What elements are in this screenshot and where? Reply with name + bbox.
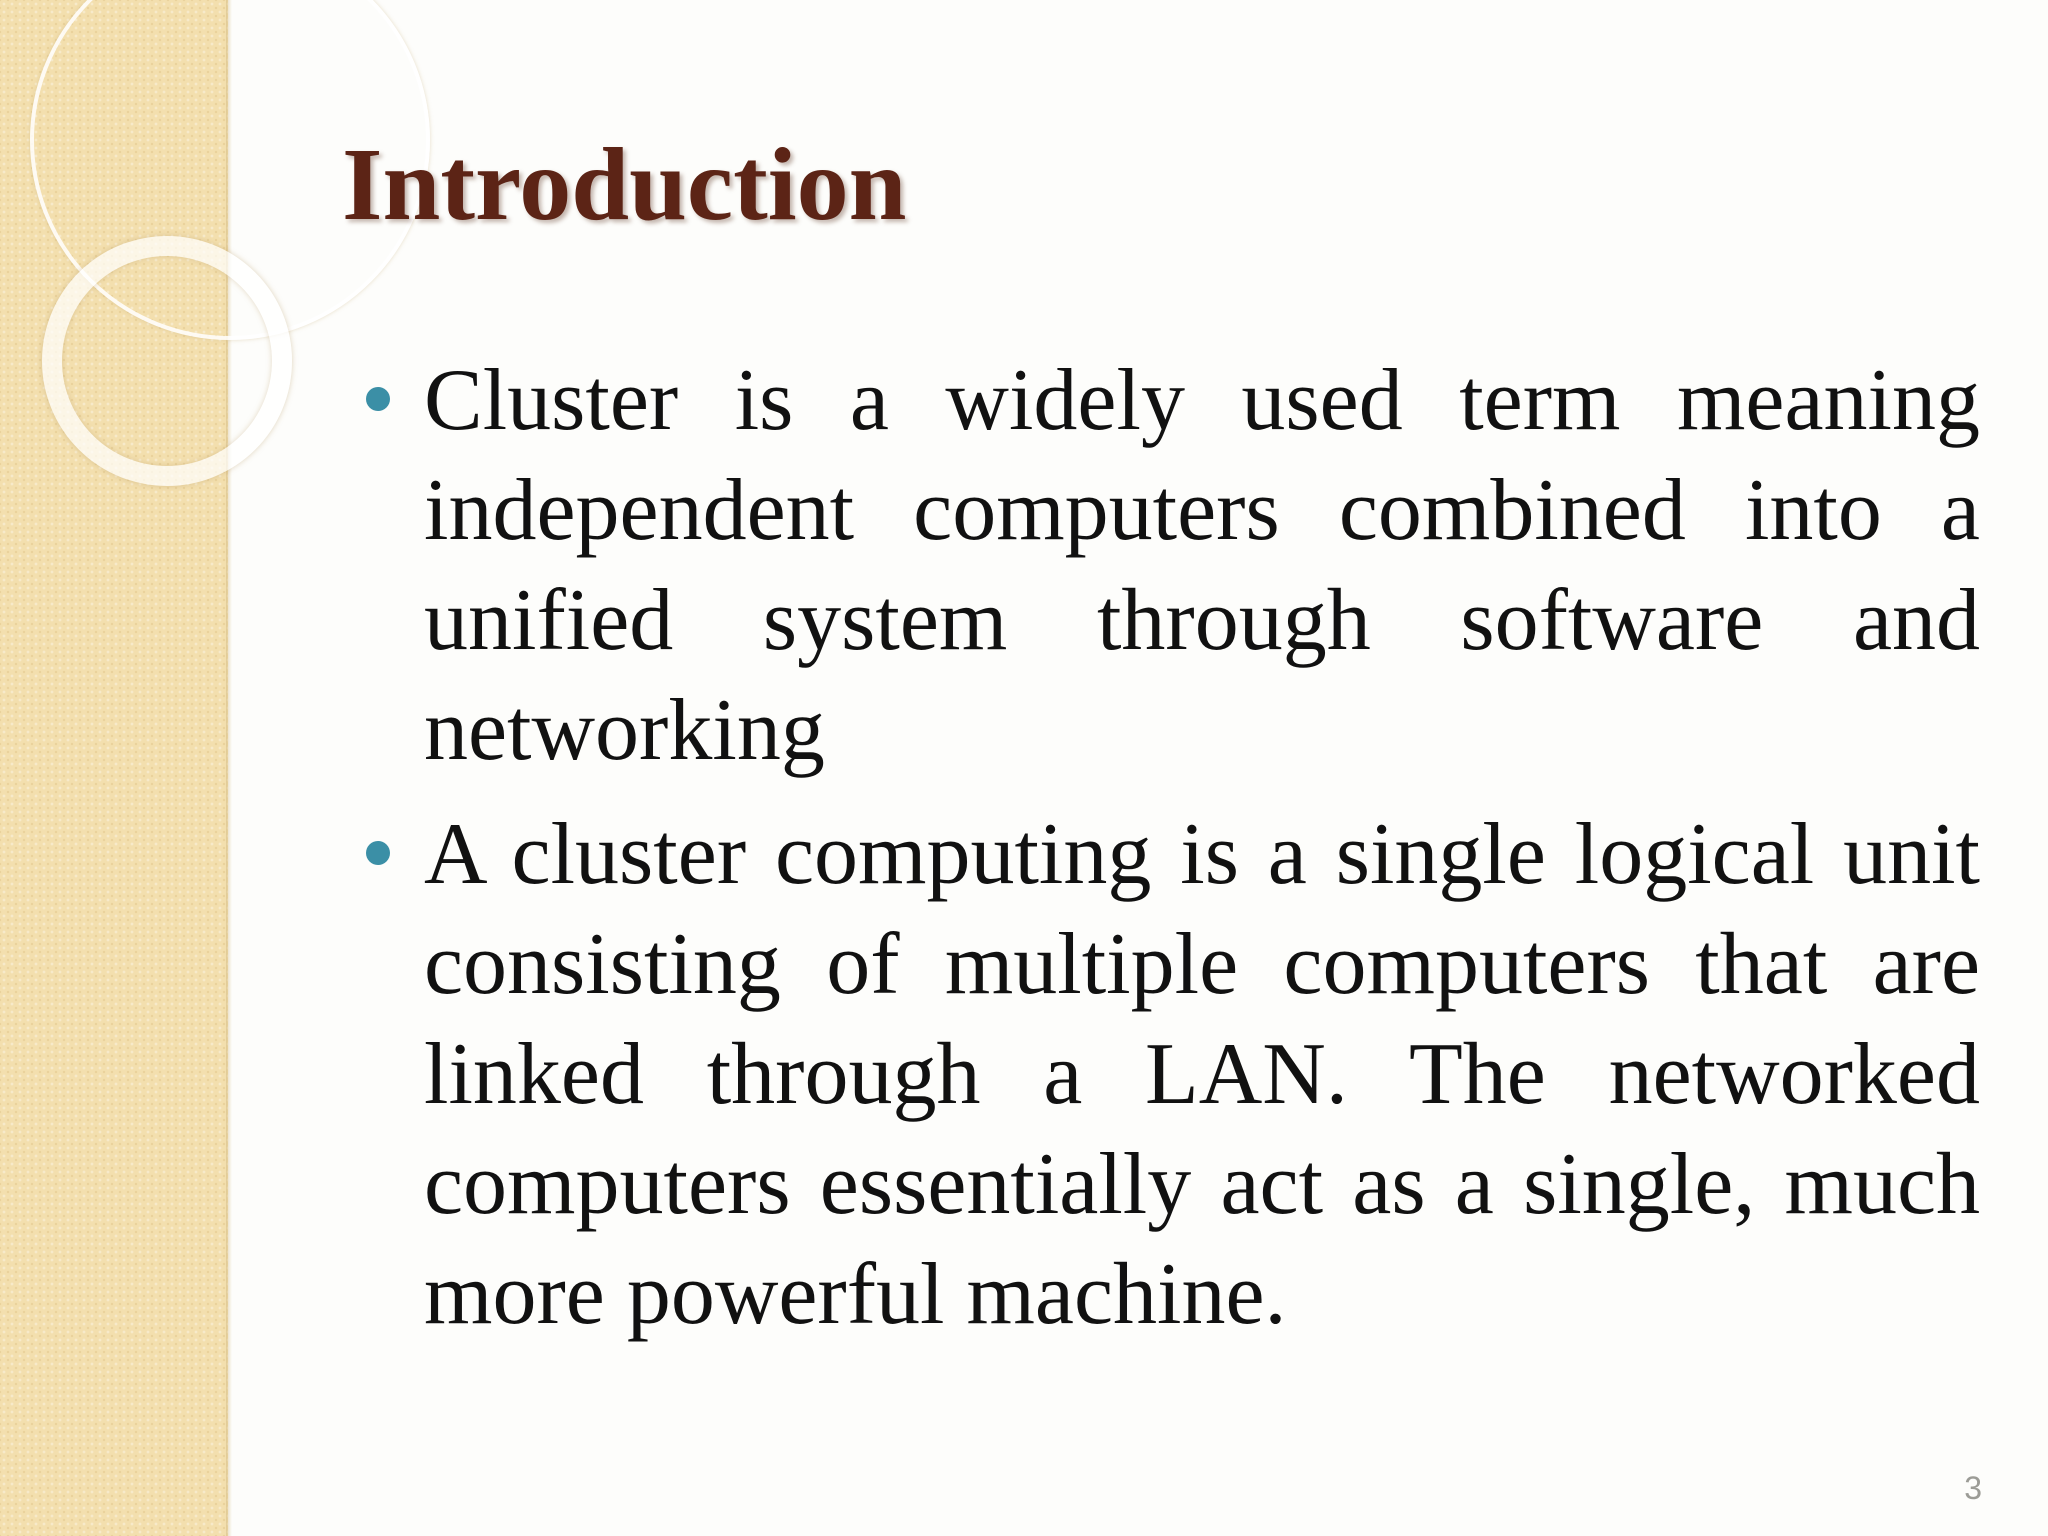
bullet-text: Cluster is a widely used term meaning in…: [424, 352, 1980, 779]
bullet-item: A cluster computing is a single logical …: [360, 800, 1980, 1350]
bullet-text: A cluster computing is a single logical …: [424, 806, 1980, 1343]
decorative-ring-small: [42, 236, 292, 486]
bullet-dot-icon: [366, 387, 390, 411]
slide-title: Introduction: [342, 127, 907, 242]
bullet-list: Cluster is a widely used term meaning in…: [360, 346, 1980, 1364]
bullet-item: Cluster is a widely used term meaning in…: [360, 346, 1980, 786]
page-number: 3: [1964, 1470, 1982, 1506]
side-band-edge: [226, 0, 232, 1536]
bullet-dot-icon: [366, 841, 390, 865]
